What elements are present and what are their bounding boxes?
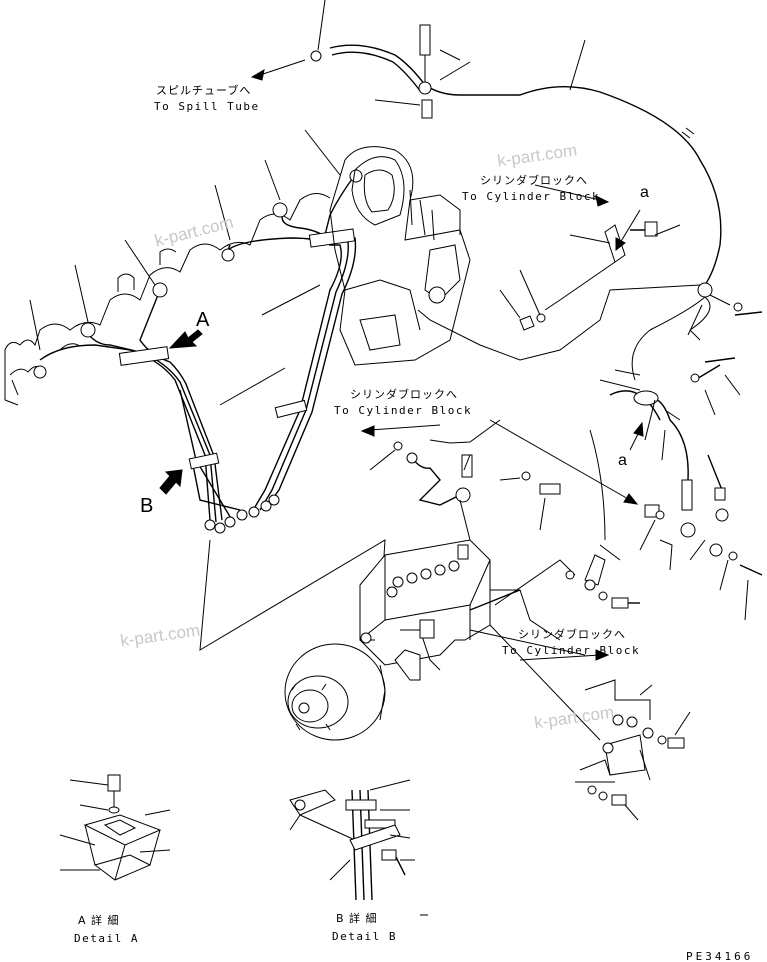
leader-lines-upper-left (29, 129, 386, 651)
drawing-code: PE34166 (686, 950, 754, 962)
cylinder-block-label-2-jp: シリンダブロックへ (350, 388, 458, 401)
spill-tube (310, 0, 722, 381)
right-fittings (589, 357, 763, 621)
engine-block (329, 99, 701, 366)
detail-a-title-jp: A 詳 細 (78, 914, 120, 927)
detail-b-title-en: Detail B (332, 930, 397, 943)
bracket-lower-right (575, 679, 691, 821)
cylinder-block-label-3-en: To Cylinder Block (502, 644, 641, 657)
cylinder-block-label-2-en: To Cylinder Block (334, 404, 473, 417)
view-arrow-a-label: A (196, 309, 210, 331)
center-pipe (369, 419, 561, 541)
direction-arrows (159, 59, 656, 661)
spill-tube-label-jp: スピルチューブへ (156, 84, 252, 97)
spill-tube-label-en: To Spill Tube (154, 100, 260, 113)
bracket-a-upper (499, 221, 763, 336)
injection-pump (284, 539, 640, 741)
engine-head-outline (4, 193, 331, 406)
cylinder-block-label-1-jp: シリンダブロックへ (480, 174, 588, 187)
callout-a-upper: a (640, 184, 649, 201)
top-bolt (439, 49, 461, 61)
callout-a-lower: a (618, 452, 627, 469)
view-arrow-b-label: B (140, 495, 154, 517)
cylinder-block-label-3-jp: シリンダブロックへ (518, 628, 626, 641)
detail-b-drawing (289, 779, 428, 916)
detail-b-title-jp: B 詳 細 (336, 912, 378, 925)
detail-a-title-en: Detail A (74, 932, 139, 945)
detail-a-drawing (59, 774, 171, 881)
cylinder-block-label-1-en: To Cylinder Block (462, 190, 601, 203)
injection-pipe-bundle (33, 169, 363, 534)
